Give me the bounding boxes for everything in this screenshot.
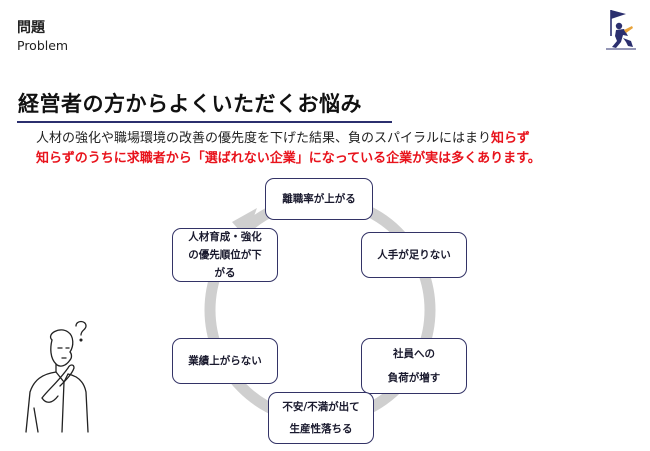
cycle-step-4-line-1: 不安/不満が出て xyxy=(282,401,360,413)
cycle-step-6-line-3: がる xyxy=(214,267,236,279)
cycle-step-4-line-2: 生産性落ちる xyxy=(289,423,353,435)
cycle-step-3-line-1: 社員への xyxy=(393,348,435,360)
lead-text: 人材の強化や職場環境の改善の優先度を下げた結果、負のスパイラルにはまり知らず 知… xyxy=(36,129,636,169)
cycle-arrowhead xyxy=(232,208,257,238)
page-heading: 経営者の方からよくいただくお悩み xyxy=(18,92,362,116)
question-mark-icon xyxy=(75,320,87,342)
cycle-step-3-line-2: 負荷が増す xyxy=(387,372,441,384)
cycle-step-4: 不安/不満が出て 生産性落ちる xyxy=(268,392,374,444)
section-title: 問題 xyxy=(17,20,45,36)
cycle-step-6-line-1: 人材育成・強化 xyxy=(188,231,262,243)
lead-line-1-normal: 人材の強化や職場環境の改善の優先度を下げた結果、負のスパイラルにはまり xyxy=(36,131,492,146)
cycle-step-6-line-2: の優先順位が下 xyxy=(188,249,262,261)
heading-underline xyxy=(17,121,392,123)
cycle-step-1: 離職率が上がる xyxy=(265,178,373,220)
flag-runner-logo xyxy=(606,10,636,50)
cycle-step-5-line-1: 業績上がらない xyxy=(188,355,262,367)
cycle-step-6: 人材育成・強化 の優先順位が下 がる xyxy=(172,228,278,282)
lead-line-1-red: 知らず xyxy=(491,131,530,146)
cycle-step-2-line-1: 人手が足りない xyxy=(377,249,451,261)
cycle-step-5: 業績上がらない xyxy=(172,338,278,384)
thinking-man-icon xyxy=(25,320,89,433)
cycle-step-1-line-1: 離職率が上がる xyxy=(282,193,356,205)
section-subtitle: Problem xyxy=(17,38,69,53)
lead-line-2-red: 知らずのうちに求職者から「選ばれない企業」になっている企業が実は多くあります。 xyxy=(36,151,541,166)
cycle-step-2: 人手が足りない xyxy=(361,232,467,278)
lead-line-2: 知らずのうちに求職者から「選ばれない企業」になっている企業が実は多くあります。 xyxy=(36,149,636,169)
cycle-step-3: 社員への 負荷が増す xyxy=(361,338,467,394)
lead-line-1: 人材の強化や職場環境の改善の優先度を下げた結果、負のスパイラルにはまり知らず xyxy=(36,129,636,149)
